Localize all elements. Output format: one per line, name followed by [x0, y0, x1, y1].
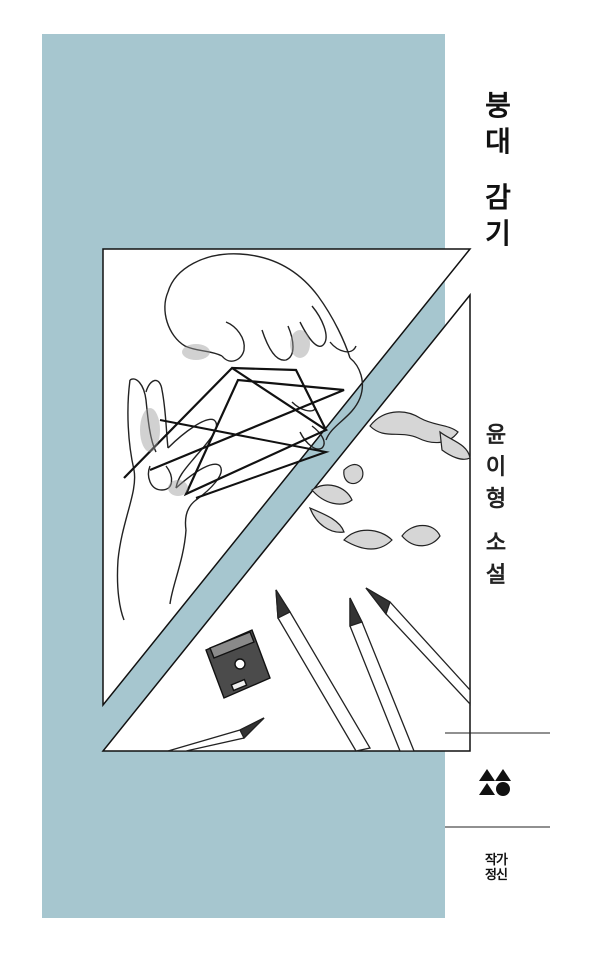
publisher-logo-icon	[479, 769, 511, 796]
publisher-line: 작가	[485, 853, 508, 868]
author-char: 설	[485, 563, 507, 588]
hands-string-drawing	[116, 253, 364, 621]
pencil-sharpener-drawing	[205, 629, 271, 699]
title-char: 붕	[485, 89, 511, 122]
pencil-shavings	[308, 411, 471, 550]
author-char: 윤	[485, 423, 507, 448]
title-char: 대	[485, 125, 511, 158]
author-char: 소	[485, 531, 507, 556]
title-char: 기	[485, 217, 511, 250]
title-char: 감	[485, 181, 511, 214]
hand-shading	[140, 330, 310, 496]
publisher-line: 정신	[485, 868, 508, 883]
publisher-name: 작가 정신	[476, 853, 516, 883]
book-title: 붕 대 감 기	[476, 88, 520, 252]
upper-illustration-frame	[102, 248, 472, 708]
author-char: 형	[485, 487, 507, 512]
author-char: 이	[485, 455, 507, 480]
author-line: 윤 이 형 소 설	[474, 420, 518, 592]
pencils-drawing	[167, 587, 471, 752]
lower-illustration-frame	[101, 292, 471, 752]
